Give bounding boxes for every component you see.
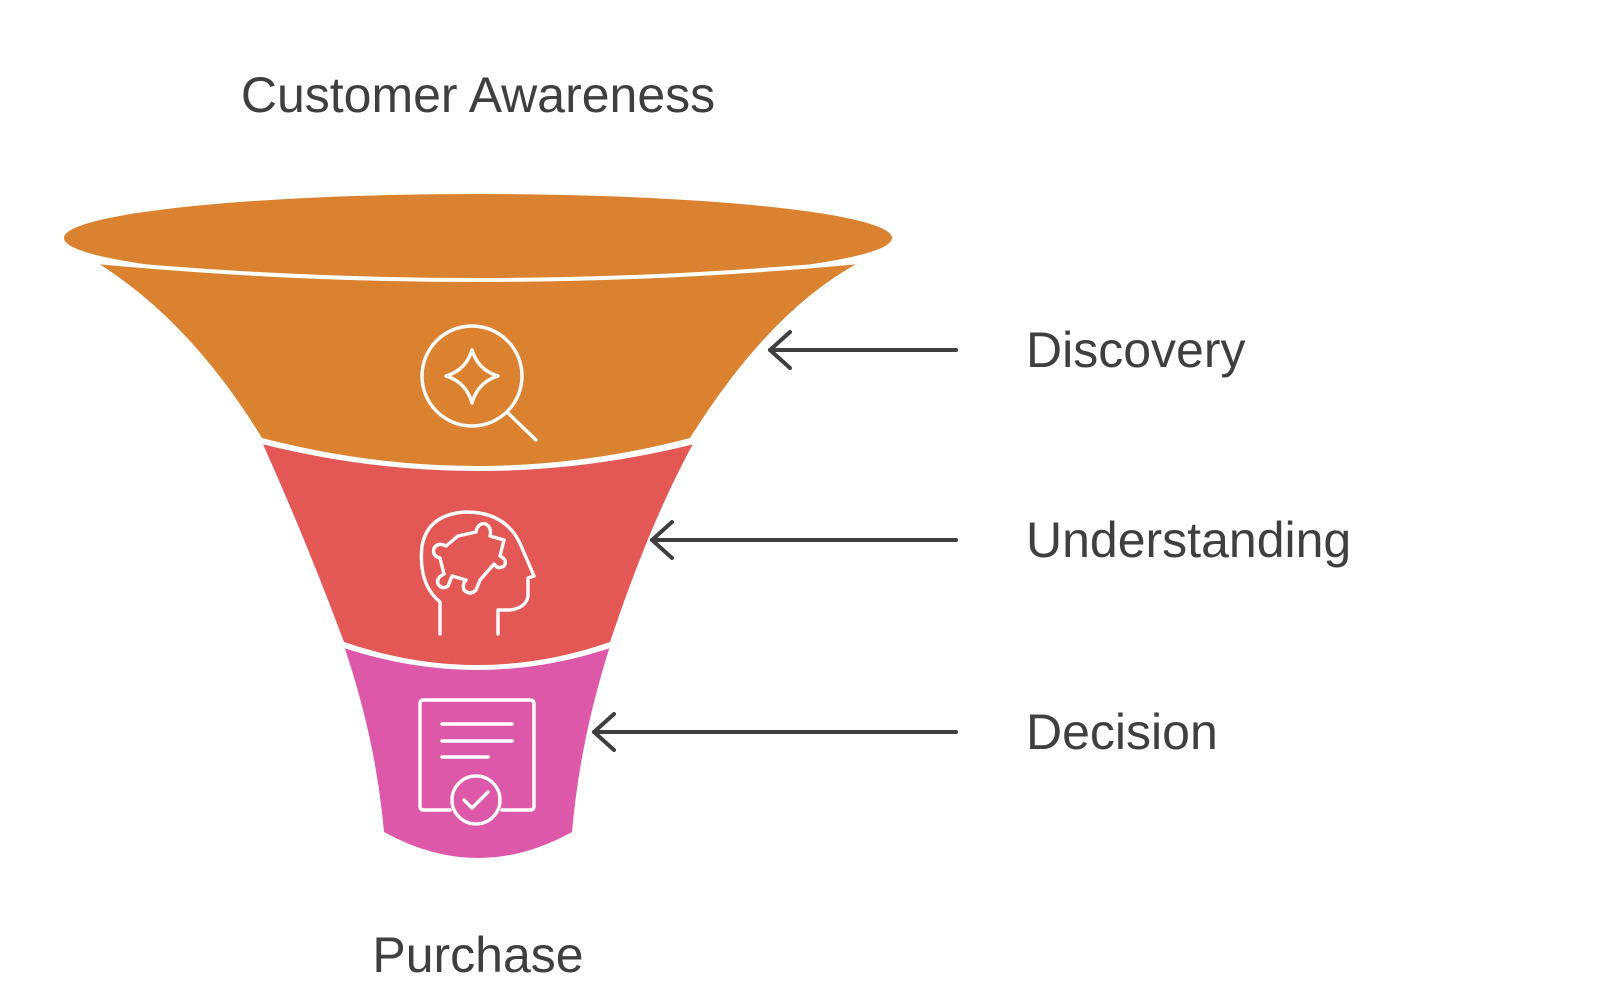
arrow-understanding [650, 520, 958, 560]
head-puzzle-icon [419, 510, 536, 636]
arrow-decision [592, 712, 958, 752]
funnel-segment-understanding [261, 440, 695, 665]
arrow-discovery [768, 330, 958, 370]
top-label: Customer Awareness [241, 67, 715, 123]
magnifier-sparkle-icon [420, 324, 538, 442]
funnel-rim [64, 194, 892, 282]
certificate-check-icon [418, 698, 536, 826]
bottom-label: Purchase [372, 927, 583, 983]
funnel-segment-decision [343, 644, 611, 858]
stage-label-decision: Decision [1026, 704, 1218, 760]
stage-label-understanding: Understanding [1026, 512, 1351, 568]
stage-label-discovery: Discovery [1026, 322, 1245, 378]
